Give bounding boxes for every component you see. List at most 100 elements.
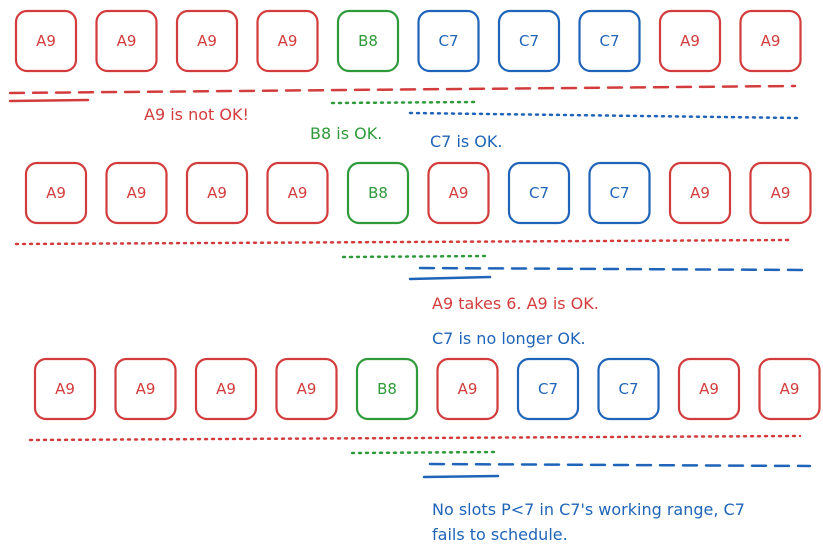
slot-border — [658, 9, 722, 73]
slot-border — [516, 357, 580, 421]
slot-box: A9 — [266, 161, 329, 225]
slot-label: A9 — [46, 184, 66, 202]
slot-box: C7 — [417, 9, 480, 73]
slot-border — [417, 9, 480, 73]
slot-box: C7 — [588, 161, 651, 225]
slot-border — [256, 9, 319, 73]
slot-border — [749, 161, 812, 225]
slot-box: A9 — [194, 357, 258, 421]
slot-label: C7 — [609, 184, 629, 202]
slot-border — [436, 357, 499, 421]
slot-box: A9 — [24, 161, 88, 225]
slot-label: C7 — [599, 32, 619, 50]
slot-border — [346, 161, 410, 225]
slot-label: A9 — [278, 32, 298, 50]
slot-label: B8 — [368, 184, 388, 202]
slot-border — [588, 161, 651, 225]
slot-border — [105, 161, 168, 225]
b8-range-line-3 — [350, 450, 500, 455]
slot-box: A9 — [739, 9, 802, 73]
slot-border — [507, 161, 571, 225]
slot-label: A9 — [449, 184, 469, 202]
c7-range-line-2 — [418, 266, 804, 272]
slot-label: A9 — [55, 380, 75, 398]
slot-box: C7 — [497, 9, 561, 73]
slot-box: A9 — [436, 357, 499, 421]
row3-ranges — [28, 434, 812, 479]
slot-box: A9 — [427, 161, 490, 225]
slot-label: C7 — [538, 380, 558, 398]
slot-box: C7 — [597, 357, 660, 421]
slot-box: A9 — [95, 9, 158, 73]
slot-border — [497, 9, 561, 73]
slot-label: B8 — [358, 32, 378, 50]
slot-box: A9 — [256, 9, 319, 73]
slot-border — [597, 357, 660, 421]
a9-range-underline — [8, 98, 90, 103]
slot-label: A9 — [771, 184, 791, 202]
slot-border — [578, 9, 641, 73]
note-fail-line1: No slots P<7 in C7's working range, C7 — [432, 500, 745, 519]
slot-label: A9 — [207, 184, 227, 202]
slot-border — [677, 357, 741, 421]
slot-border — [758, 357, 821, 421]
slot-box: A9 — [275, 357, 338, 421]
slot-box: A9 — [677, 357, 741, 421]
slot-box: A9 — [185, 161, 249, 225]
slot-border — [427, 161, 490, 225]
slot-box: A9 — [658, 9, 722, 73]
slot-label: A9 — [297, 380, 317, 398]
slot-box: C7 — [578, 9, 641, 73]
slot-box: A9 — [758, 357, 821, 421]
slot-label: A9 — [216, 380, 236, 398]
slot-box: A9 — [175, 9, 239, 73]
c7-range-line — [408, 111, 800, 120]
slot-row-1: A9 A9 A9 A9 B8 C7 C7 C7 A9 A9 — [14, 9, 802, 73]
slot-border — [739, 9, 802, 73]
slot-box: A9 — [33, 357, 97, 421]
c7-range-line-3 — [428, 462, 812, 468]
slot-label: A9 — [288, 184, 308, 202]
slot-label: A9 — [136, 380, 156, 398]
slot-box: A9 — [14, 9, 78, 73]
slot-border — [194, 357, 258, 421]
a9-range-line — [8, 84, 797, 95]
slot-box: C7 — [516, 357, 580, 421]
slot-border — [114, 357, 177, 421]
slot-border — [95, 9, 158, 73]
slot-box: B8 — [346, 161, 410, 225]
slot-border — [355, 357, 419, 421]
note-c7-ok: C7 is OK. — [430, 132, 502, 151]
slot-label: A9 — [458, 380, 478, 398]
slot-label: A9 — [699, 380, 719, 398]
a9-range-line-2 — [14, 238, 792, 246]
c7-range-underline-2 — [408, 275, 492, 281]
note-c7-no-longer: C7 is no longer OK. — [432, 329, 586, 348]
slot-label: A9 — [36, 32, 56, 50]
slot-border — [266, 161, 329, 225]
slot-label: C7 — [519, 32, 539, 50]
c7-range-underline-3 — [422, 474, 500, 479]
slot-border — [14, 9, 78, 73]
note-b8-ok: B8 is OK. — [310, 124, 382, 143]
slot-label: A9 — [127, 184, 147, 202]
slot-label: B8 — [377, 380, 397, 398]
slot-border — [185, 161, 249, 225]
slot-label: C7 — [438, 32, 458, 50]
row2-ranges — [14, 238, 804, 281]
notes: A9 is not OK! B8 is OK. C7 is OK. A9 tak… — [144, 105, 745, 544]
slot-label: A9 — [690, 184, 710, 202]
slot-row-3: A9 A9 A9 A9 B8 A9 C7 C7 A9 A9 — [33, 357, 821, 421]
slot-label: A9 — [761, 32, 781, 50]
slot-border — [175, 9, 239, 73]
slot-label: A9 — [197, 32, 217, 50]
slot-box: A9 — [668, 161, 732, 225]
slot-border — [336, 9, 400, 73]
slot-box: B8 — [336, 9, 400, 73]
slot-border — [33, 357, 97, 421]
slot-box: A9 — [105, 161, 168, 225]
